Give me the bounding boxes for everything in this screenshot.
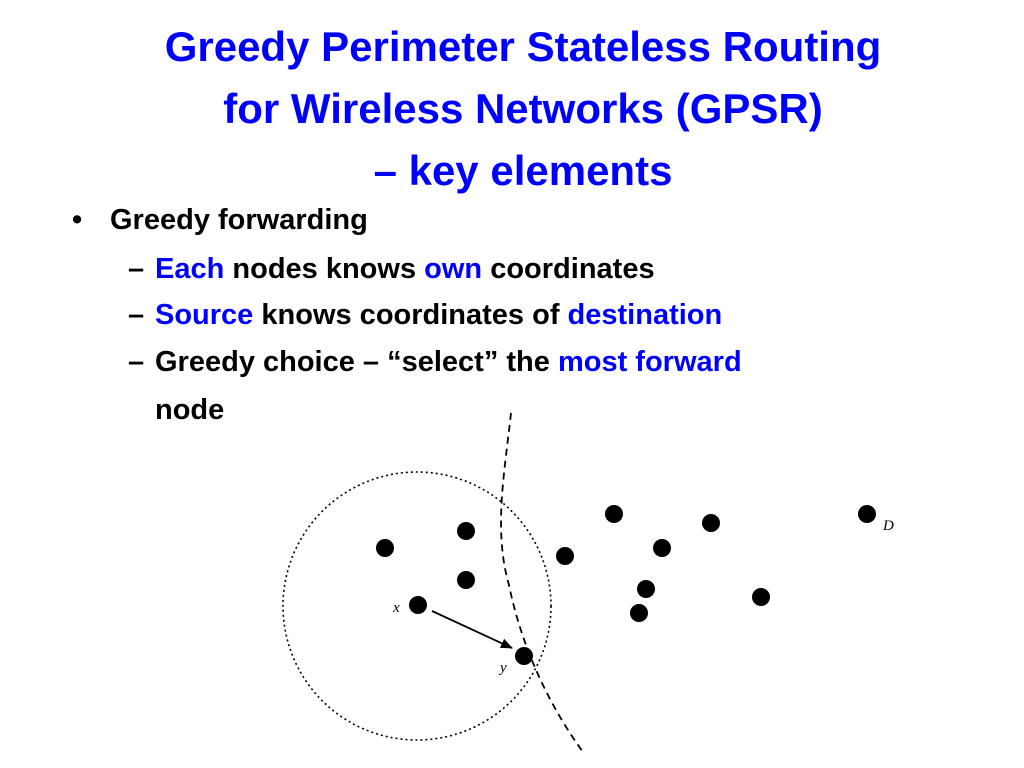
node (702, 514, 720, 532)
node-y (515, 647, 533, 665)
highlight-most-forward: most forward (557, 346, 742, 378)
node (376, 539, 394, 557)
title-line-1: Greedy Perimeter Stateless Routing (164, 23, 882, 70)
subbullet-greedy-choice: Greedy choice – “select” the most forwar… (155, 345, 742, 379)
title-line-3: – key elements (373, 147, 673, 194)
subbullet-marker-3: – (128, 346, 145, 378)
label-y: y (498, 660, 507, 676)
forwarding-arrow (431, 610, 513, 649)
node (605, 505, 623, 523)
node (653, 539, 671, 557)
subbullet-marker-1: – (128, 253, 145, 285)
node (457, 571, 475, 589)
nodes (376, 505, 876, 665)
subbullet-marker-2: – (128, 299, 145, 331)
subbullet-text: coordinates (482, 253, 655, 285)
node (630, 604, 648, 622)
subbullet-each-node: Each nodes knows own coordinates (155, 252, 655, 286)
highlight-each: Each (155, 253, 225, 285)
label-x: x (392, 600, 400, 616)
node (457, 522, 475, 540)
node (556, 547, 574, 565)
highlight-source: Source (155, 299, 254, 331)
subbullet-text: node (155, 394, 225, 426)
bullet-greedy-forwarding: Greedy forwarding (110, 203, 368, 237)
subbullet-text: knows coordinates of (253, 299, 568, 331)
node (637, 580, 655, 598)
node (752, 588, 770, 606)
subbullet-greedy-choice-continued: node (155, 393, 224, 427)
highlight-own: own (424, 253, 483, 285)
node-x (409, 596, 427, 614)
subbullet-text: nodes knows (224, 253, 425, 285)
distance-arc (500, 412, 584, 753)
label-d: D (882, 518, 894, 534)
bullet-text: Greedy forwarding (110, 204, 368, 236)
title-line-2: for Wireless Networks (GPSR) (223, 85, 823, 132)
subbullet-source: Source knows coordinates of destination (155, 298, 722, 332)
node-d (858, 505, 876, 523)
highlight-destination: destination (567, 299, 723, 331)
radio-range-circle (282, 471, 552, 741)
bullet-marker: • (72, 204, 83, 236)
subbullet-text: Greedy choice – “select” the (155, 346, 558, 378)
slide-title: Greedy Perimeter Stateless Routing for W… (40, 16, 1006, 202)
